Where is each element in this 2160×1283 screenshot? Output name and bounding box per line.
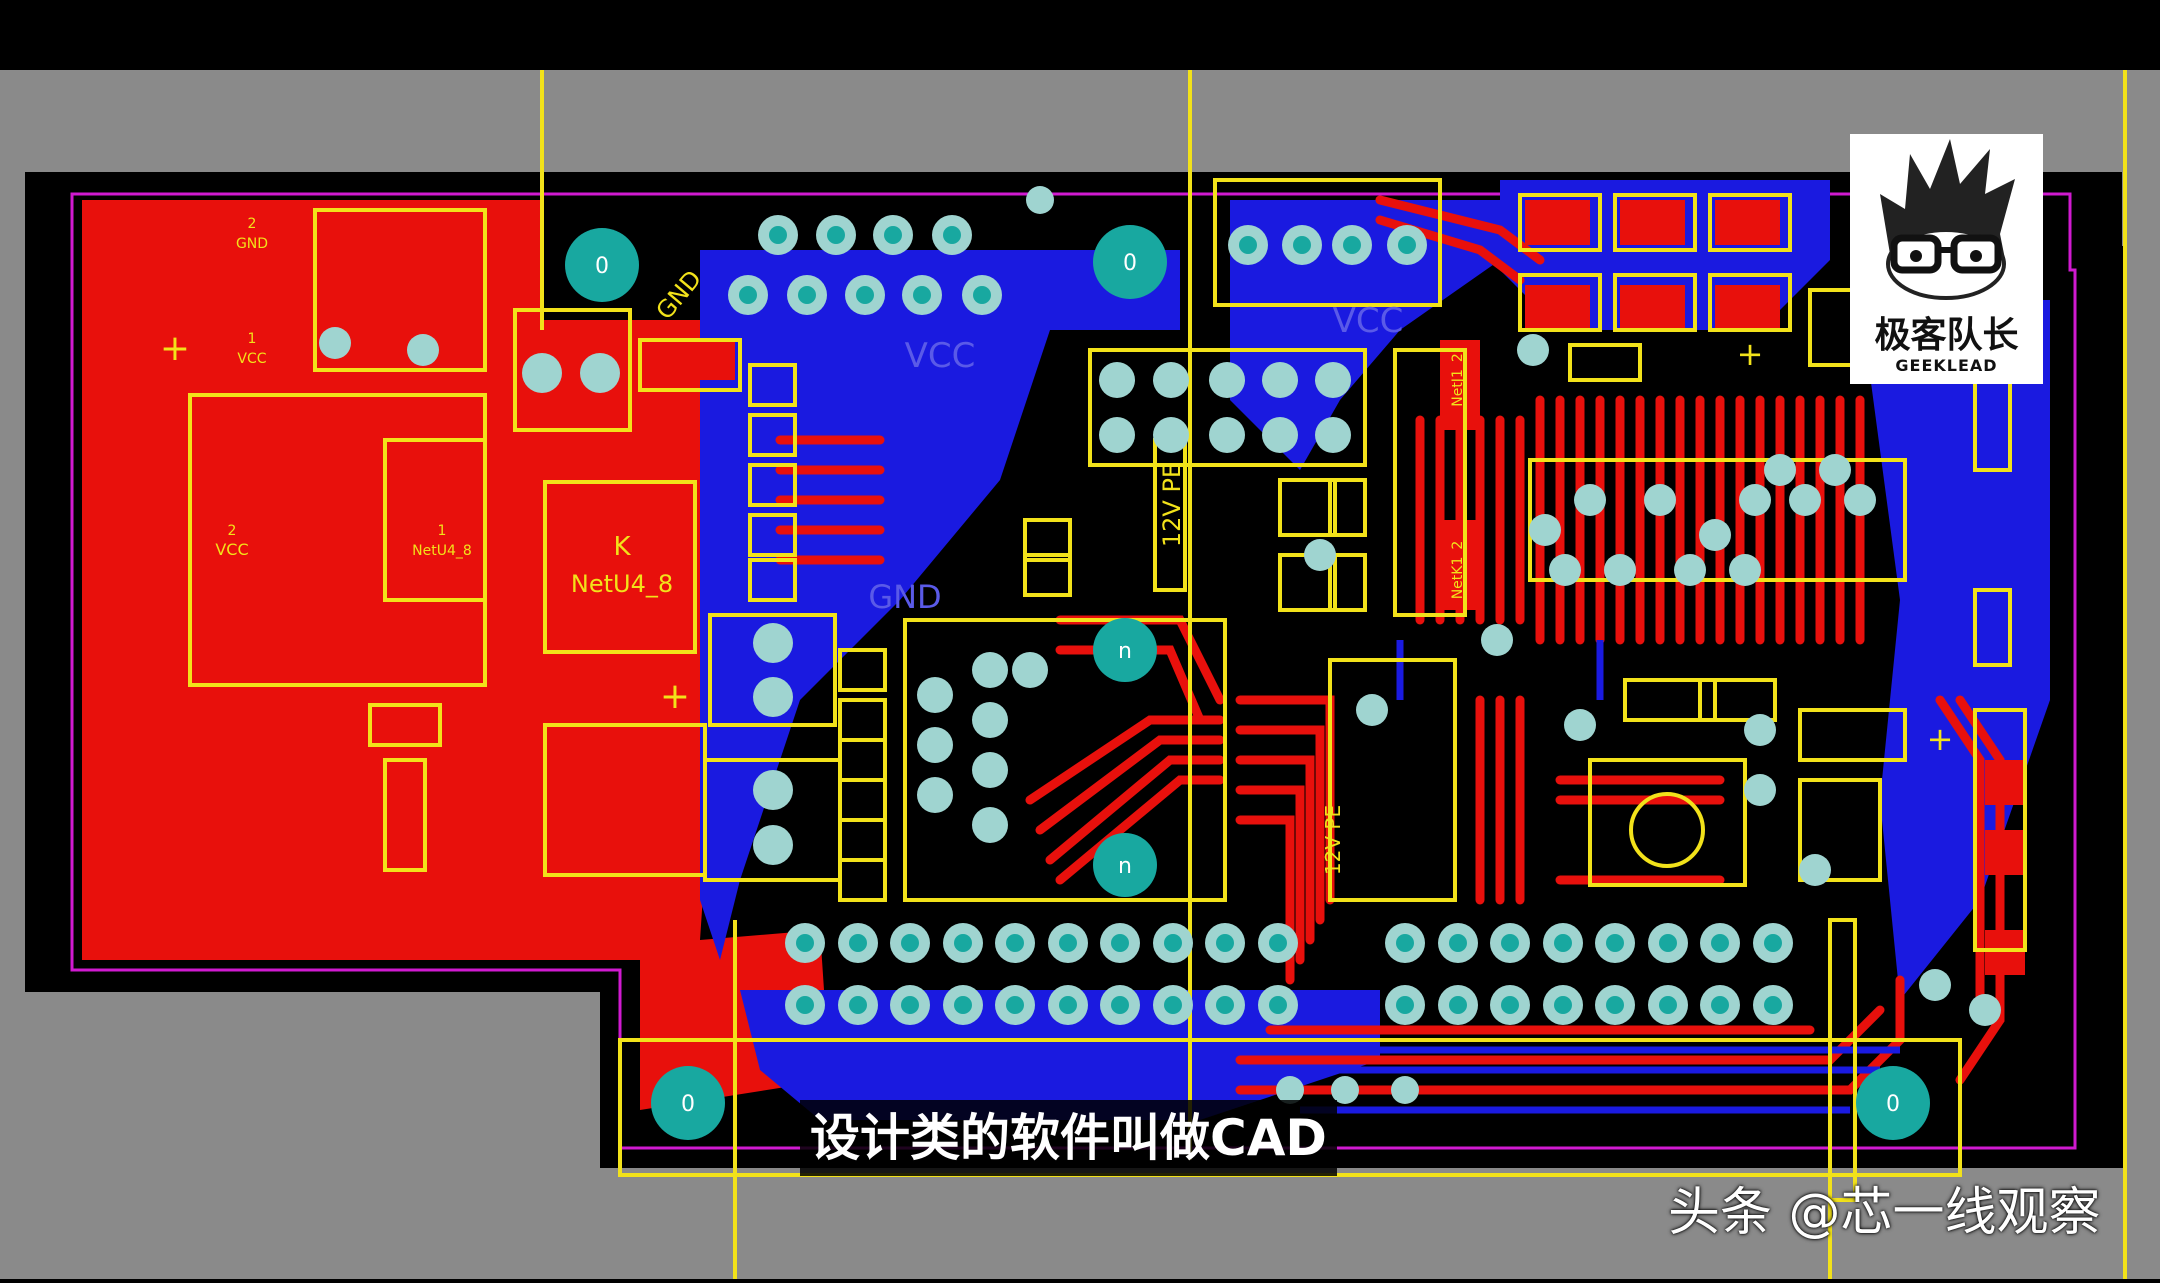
polarity-mark: +	[160, 328, 190, 369]
copper-pour-left	[82, 200, 830, 1110]
pe12v-label: 12V PE	[1158, 463, 1186, 547]
net-label-small: NetU4_8	[412, 543, 472, 559]
gnd-label: GND	[236, 236, 268, 252]
mount-hole-label: 0	[595, 254, 609, 279]
source-watermark: 头条 @芯一线观察	[1668, 1183, 2101, 1243]
logo-subtitle: GEEKLEAD	[1895, 356, 1998, 375]
vcc-label: VCC	[905, 336, 976, 376]
logo-title: 极客队长	[1874, 315, 2019, 356]
geek-face-icon	[1880, 139, 2015, 300]
through-hole-pads	[319, 186, 2001, 1104]
pcb-layout[interactable]: 0 0 0 0 n n K NetU4_8 NetU4_8 VCC VCC GN…	[0, 70, 2160, 1279]
pe12v-label: 12V PE	[1321, 805, 1345, 875]
mounting-holes	[565, 225, 1930, 1140]
net-label-name: NetU4_8	[571, 570, 673, 598]
ratsnest-lines	[540, 70, 2127, 1279]
pad-label: n	[1118, 854, 1132, 879]
copper-pour-blue-1	[700, 250, 1180, 960]
channel-logo: 极客队长 GEEKLEAD	[1850, 134, 2043, 384]
gnd-label: GND	[868, 578, 941, 616]
video-subtitle: 设计类的软件叫做CAD	[800, 1100, 1337, 1176]
mount-hole-label: 0	[681, 1092, 695, 1117]
polarity-mark: +	[1927, 720, 1954, 758]
pin-label: 1	[438, 523, 447, 539]
polarity-mark: +	[660, 676, 690, 717]
pad-label: n	[1118, 639, 1132, 664]
copper-pour-blue-2	[1230, 200, 1500, 470]
letterbox-bar	[0, 0, 2160, 70]
polarity-mark: +	[1737, 335, 1764, 373]
net-label-k: K	[613, 532, 631, 562]
net-label-j: NetJ1_2	[1450, 353, 1466, 407]
mount-hole-label: 0	[1123, 251, 1137, 276]
net-label-k1: NetK1_2	[1450, 541, 1466, 600]
vcc-label: VCC	[1333, 301, 1404, 341]
bottom-traces	[1250, 640, 1900, 1114]
mount-hole-label: 0	[1886, 1092, 1900, 1117]
pin-label: 2	[228, 523, 237, 539]
pcb-editor-canvas[interactable]: 0 0 0 0 n n K NetU4_8 NetU4_8 VCC VCC GN…	[0, 70, 2160, 1279]
pin-label: 1	[248, 331, 257, 347]
board-keepout-outline	[70, 192, 2077, 1150]
vcc-label: VCC	[215, 540, 248, 559]
pin-label: 2	[248, 216, 257, 232]
vcc-label: VCC	[237, 351, 266, 367]
smd-pads	[650, 200, 2025, 975]
